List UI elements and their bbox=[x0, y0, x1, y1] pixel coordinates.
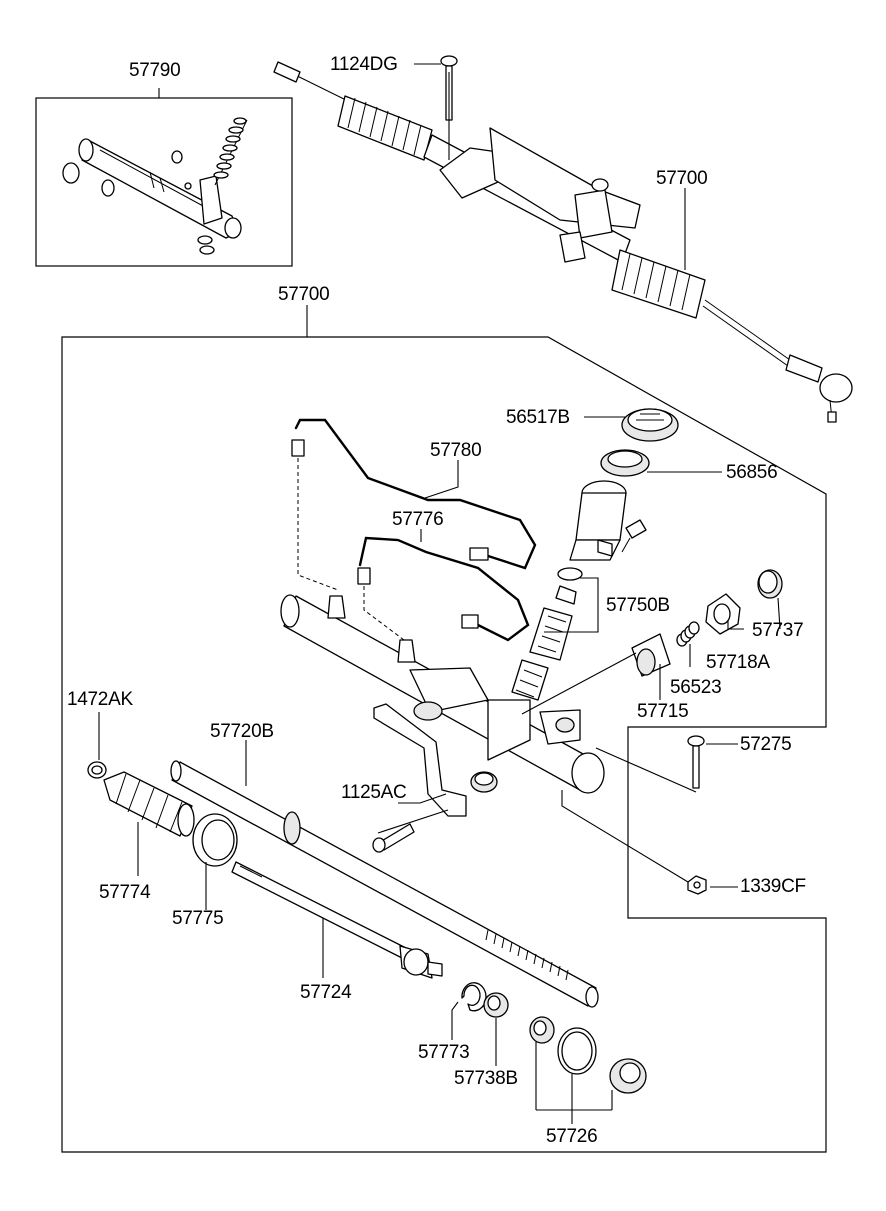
label-56856: 56856 bbox=[726, 462, 778, 483]
fittings bbox=[327, 595, 416, 663]
label-57700-main: 57700 bbox=[278, 284, 330, 305]
tie-rod-57724 bbox=[231, 861, 443, 979]
rack-bar-57720B bbox=[170, 760, 599, 1008]
nut-1339CF bbox=[687, 875, 707, 895]
cap-57737 bbox=[757, 569, 783, 599]
label-57275: 57275 bbox=[740, 734, 792, 755]
spring-stack-57790 bbox=[213, 117, 248, 186]
label-1124DG: 1124DG bbox=[330, 54, 398, 75]
label-57780: 57780 bbox=[430, 440, 482, 461]
snap-ring-57773 bbox=[461, 982, 487, 1012]
label-57726: 57726 bbox=[546, 1126, 598, 1147]
leader-lines bbox=[98, 63, 781, 1124]
locknut-57718A bbox=[705, 593, 741, 635]
label-57790: 57790 bbox=[129, 60, 181, 81]
label-57737: 57737 bbox=[752, 620, 804, 641]
plug-cap bbox=[470, 771, 498, 793]
valve-body bbox=[569, 480, 627, 561]
bolt-57275 bbox=[687, 735, 705, 789]
label-1339CF: 1339CF bbox=[740, 876, 806, 897]
label-57774: 57774 bbox=[99, 882, 151, 903]
pinion-shaft-57750B bbox=[511, 567, 583, 701]
spring-56523 bbox=[676, 621, 700, 647]
clamp-57775 bbox=[192, 813, 238, 867]
label-56523: 56523 bbox=[670, 677, 722, 698]
label-57718A: 57718A bbox=[706, 652, 770, 673]
assembly-frame-57700 bbox=[61, 336, 827, 1153]
bracket-1125AC bbox=[373, 703, 467, 817]
label-1472AK: 1472AK bbox=[67, 689, 133, 710]
seal-rings-57790 bbox=[62, 150, 215, 255]
inset-frame-57790 bbox=[35, 97, 293, 267]
label-57738B: 57738B bbox=[454, 1068, 518, 1089]
housing-57790 bbox=[78, 138, 242, 239]
label-57715: 57715 bbox=[637, 701, 689, 722]
clamp-1472AK bbox=[87, 761, 107, 779]
boot-57774 bbox=[103, 771, 195, 837]
label-57724: 57724 bbox=[300, 982, 352, 1003]
pipe-57780 bbox=[291, 418, 537, 591]
cap-56517B bbox=[621, 408, 679, 442]
rack-housing bbox=[280, 594, 605, 794]
steering-gear-assembly-top bbox=[273, 61, 853, 423]
label-57773: 57773 bbox=[418, 1042, 470, 1063]
label-57775: 57775 bbox=[172, 908, 224, 929]
label-57750B: 57750B bbox=[606, 595, 670, 616]
seal-kit-57726 bbox=[529, 1016, 647, 1094]
seal-56856 bbox=[600, 449, 650, 477]
label-57700-top: 57700 bbox=[656, 168, 708, 189]
label-57776: 57776 bbox=[392, 509, 444, 530]
bolt-small bbox=[621, 519, 647, 553]
label-57720B: 57720B bbox=[210, 721, 274, 742]
label-56517B: 56517B bbox=[506, 407, 570, 428]
label-1125AC: 1125AC bbox=[341, 782, 407, 803]
bolt-1125AC bbox=[372, 823, 415, 853]
pipe-57776 bbox=[357, 536, 530, 642]
bushing-57738B bbox=[483, 992, 509, 1018]
yoke-57715 bbox=[631, 633, 671, 677]
